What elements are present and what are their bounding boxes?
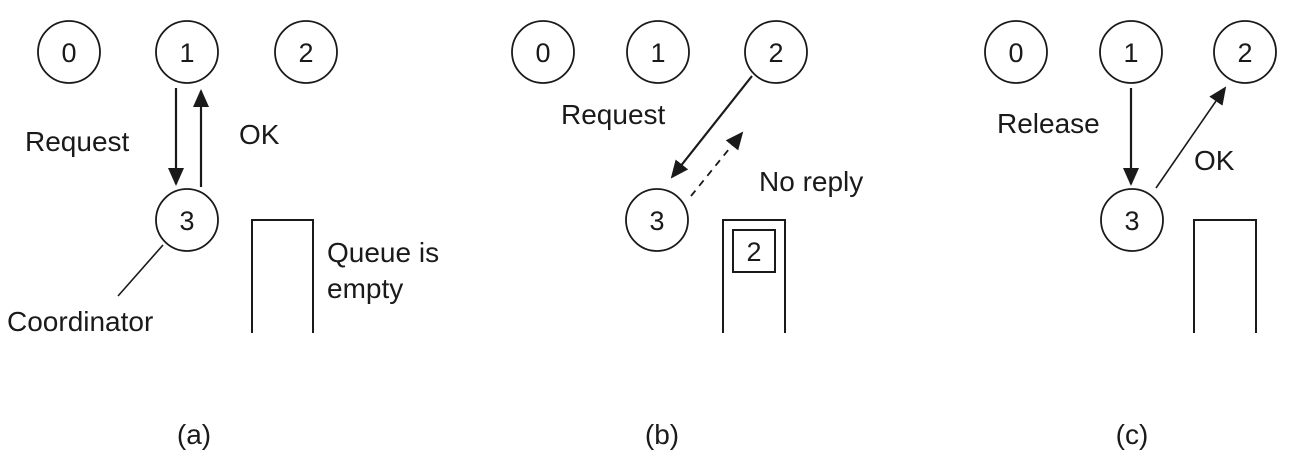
panel-a: 0 1 2 3 Request OK Coordinator Queue is … <box>7 20 439 450</box>
panel-c-queue <box>1193 219 1257 333</box>
panel-a-caption: (a) <box>177 419 211 450</box>
panel-b-request-arrow <box>670 75 753 179</box>
panel-c-node-0: 0 <box>984 20 1048 84</box>
panel-b-request-label: Request <box>561 99 666 130</box>
panel-a-node-1: 1 <box>155 20 219 84</box>
panel-a-node-3: 3 <box>155 188 219 252</box>
panel-b-queue-item-label: 2 <box>746 237 761 267</box>
panel-b-node-2-label: 2 <box>768 38 783 68</box>
panel-b-node-0: 0 <box>511 20 575 84</box>
panel-a-ok-label: OK <box>239 119 280 150</box>
panel-c-caption: (c) <box>1116 419 1149 450</box>
panel-b-queue <box>722 219 786 333</box>
panel-b-caption: (b) <box>645 419 679 450</box>
panel-b-node-3-label: 3 <box>649 206 664 236</box>
panel-a-node-2-label: 2 <box>298 38 313 68</box>
panel-c: 0 1 2 3 Release OK (c) <box>984 20 1277 450</box>
panel-a-node-0-label: 0 <box>61 38 76 68</box>
panel-c-node-0-label: 0 <box>1008 38 1023 68</box>
panel-c-node-3: 3 <box>1100 188 1164 252</box>
panel-c-node-2: 2 <box>1213 20 1277 84</box>
panel-a-node-2: 2 <box>274 20 338 84</box>
panel-c-node-1: 1 <box>1099 20 1163 84</box>
panel-b-node-0-label: 0 <box>535 38 550 68</box>
panel-c-node-3-label: 3 <box>1124 206 1139 236</box>
panel-a-node-1-label: 1 <box>179 38 194 68</box>
panel-a-queue <box>251 219 314 333</box>
panel-b-node-1-label: 1 <box>650 38 665 68</box>
panel-a-coordinator-label: Coordinator <box>7 306 153 337</box>
panel-a-request-label: Request <box>25 126 130 157</box>
panel-a-node-0: 0 <box>37 20 101 84</box>
panel-c-node-1-label: 1 <box>1123 38 1138 68</box>
panel-b-node-2: 2 <box>744 20 808 84</box>
panel-c-release-label: Release <box>997 108 1100 139</box>
panel-c-node-2-label: 2 <box>1237 38 1252 68</box>
panel-b-node-3: 3 <box>625 188 689 252</box>
panel-c-ok-arrow <box>1155 86 1227 189</box>
panel-b-node-1: 1 <box>626 20 690 84</box>
panel-c-ok-label: OK <box>1194 145 1235 176</box>
panel-a-node-3-label: 3 <box>179 206 194 236</box>
panel-b-queue-item: 2 <box>732 229 776 273</box>
panel-b-no-reply-label: No reply <box>759 166 863 197</box>
panel-b-no-reply-arrow <box>690 131 744 197</box>
panel-a-queue-label-line2: empty <box>327 273 403 304</box>
panel-a-coordinator-pointer <box>117 244 164 297</box>
panel-a-queue-label-line1: Queue is <box>327 237 439 268</box>
panel-b: 0 1 2 3 Request No reply 2 (b) <box>511 20 863 450</box>
